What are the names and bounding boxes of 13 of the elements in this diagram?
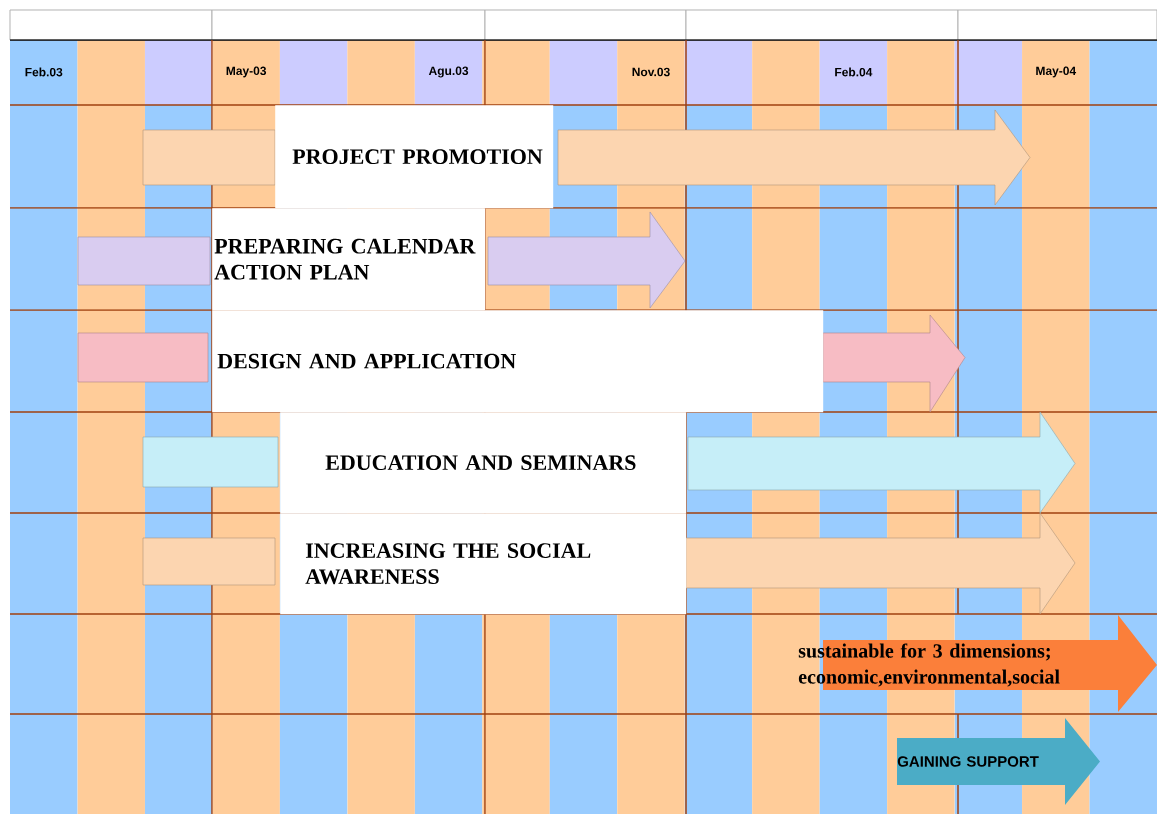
task-bar: PROJECT PROMOTION	[142, 105, 1031, 209]
task-bar: PREPARING CALENDAR ACTION PLAN	[77, 208, 686, 311]
date-label: Agu.03	[428, 66, 469, 78]
task-bar: EDUCATION AND SEMINARS	[142, 411, 1076, 514]
node-label: PROJECT PROMOTION	[292, 149, 543, 165]
milestone-banner: GAINING SUPPORT	[897, 718, 1100, 805]
task-bar: DESIGN AND APPLICATION	[77, 310, 966, 413]
task-bar: INCREASING THE SOCIAL AWARENESS	[142, 512, 1076, 615]
date-label: Feb.03	[25, 67, 63, 77]
date-label: Feb.04	[835, 67, 873, 77]
date-label: May-04	[1036, 66, 1077, 78]
date-label: May-03	[226, 66, 267, 78]
date-label: Nov.03	[632, 67, 670, 77]
